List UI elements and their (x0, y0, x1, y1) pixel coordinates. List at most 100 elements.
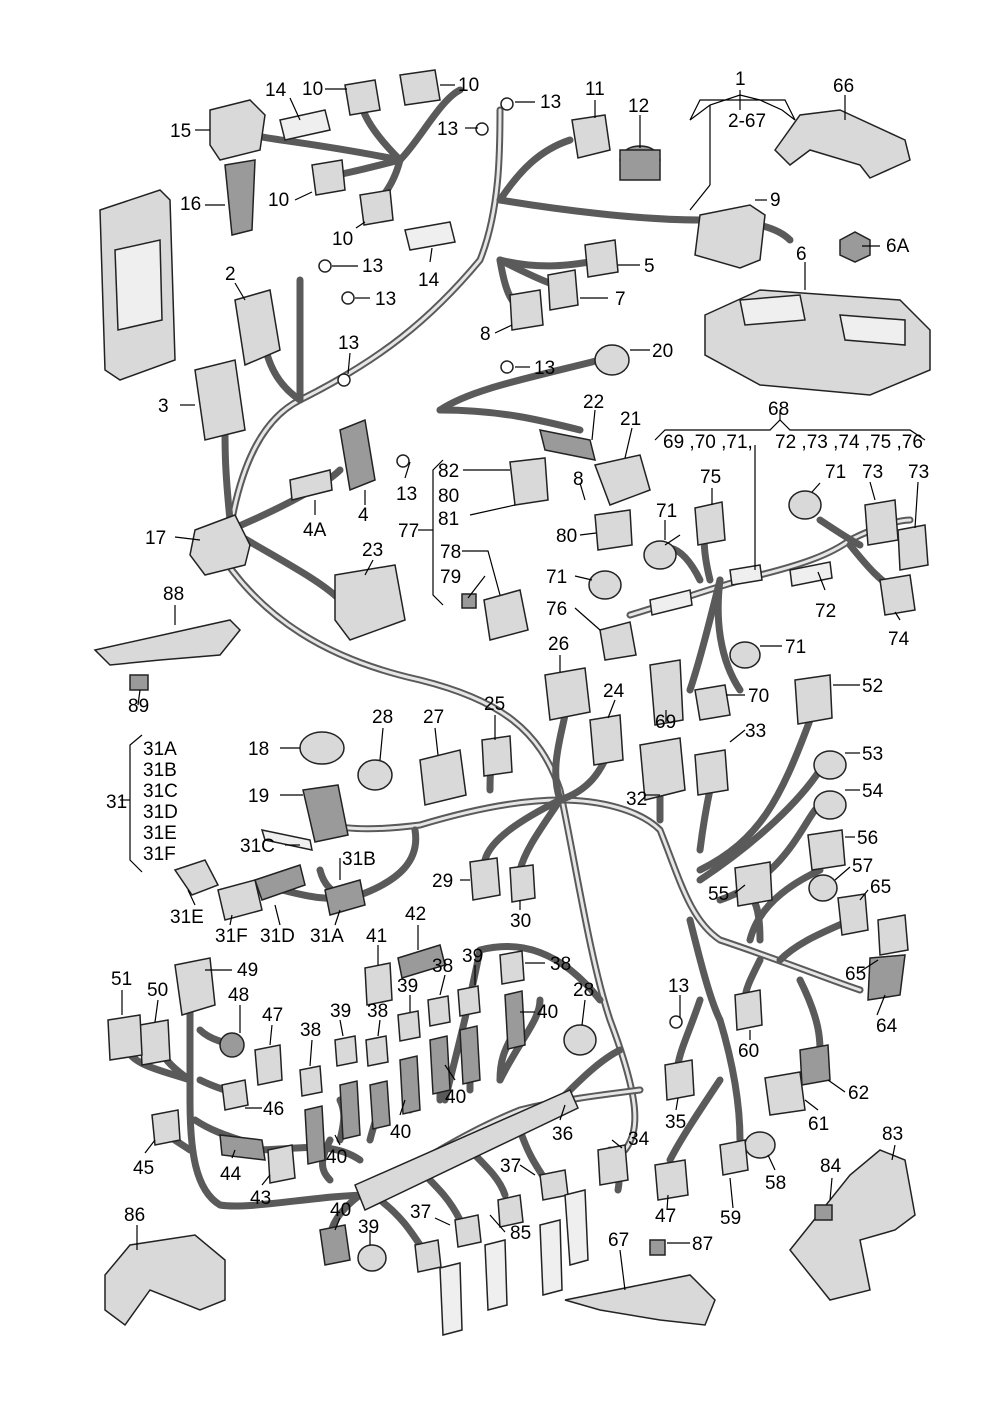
callout-5: 5 (644, 256, 655, 277)
callout-72-76: 72 ,73 ,74 ,75 ,76 (775, 432, 923, 453)
callout-29: 29 (432, 871, 453, 892)
callout-66: 66 (833, 76, 854, 97)
callout-44: 44 (220, 1164, 242, 1185)
callout-78: 78 (440, 542, 461, 563)
callout-71: 71 (785, 637, 806, 658)
callout-28: 28 (573, 980, 594, 1001)
callout-83: 83 (882, 1124, 903, 1145)
callout-31B: 31B (342, 849, 376, 870)
callout-51: 51 (111, 969, 132, 990)
callout-42: 42 (405, 904, 426, 925)
callout-40: 40 (390, 1122, 411, 1143)
callout-71: 71 (546, 567, 567, 588)
callout-13: 13 (540, 92, 561, 113)
callout-38: 38 (300, 1020, 321, 1041)
components (93, 69, 931, 1336)
callout-70: 70 (748, 686, 769, 707)
callout-38: 38 (550, 954, 571, 975)
callout-48: 48 (228, 985, 249, 1006)
callout-73: 73 (862, 462, 883, 483)
callout-58: 58 (765, 1173, 786, 1194)
callout-56: 56 (857, 828, 878, 849)
callout-69-70-71: 69 ,70 ,71, (663, 432, 753, 453)
callout-65: 65 (845, 964, 866, 985)
callout-38: 38 (432, 956, 453, 977)
callout-30: 30 (510, 911, 531, 932)
callout-31C: 31C (143, 781, 178, 802)
callout-39: 39 (330, 1001, 351, 1022)
callout-47: 47 (262, 1005, 283, 1026)
callout-73: 73 (908, 462, 929, 483)
callout-77: 77 (398, 521, 419, 542)
callout-4A: 4A (303, 520, 327, 541)
callout-31D: 31D (260, 926, 295, 947)
callout-17: 17 (145, 528, 166, 549)
callout-21: 21 (620, 409, 641, 430)
callout-85: 85 (510, 1223, 531, 1244)
callout-28: 28 (372, 707, 393, 728)
callout-59: 59 (720, 1208, 741, 1229)
callout-13: 13 (668, 976, 689, 997)
callout-49: 49 (237, 960, 258, 981)
callout-69: 69 (655, 712, 676, 733)
callout-31E: 31E (170, 907, 204, 928)
callout-39: 39 (462, 946, 483, 967)
callout-80: 80 (438, 486, 459, 507)
callout-2: 2 (225, 264, 236, 285)
callout-84: 84 (820, 1156, 842, 1177)
callout-26: 26 (548, 634, 569, 655)
leader-lines (120, 84, 926, 1291)
callout-13: 13 (338, 333, 359, 354)
callout-38: 38 (367, 1001, 388, 1022)
callout-6A: 6A (886, 236, 910, 257)
callout-labels: 1 2-67 66 14 10 10 13 11 12 15 13 16 10 … (106, 69, 929, 1255)
callout-55: 55 (708, 884, 729, 905)
callout-40: 40 (326, 1147, 347, 1168)
callout-10: 10 (332, 229, 353, 250)
callout-10: 10 (268, 190, 289, 211)
callout-27: 27 (423, 707, 444, 728)
callout-74: 74 (888, 629, 910, 650)
callout-54: 54 (862, 781, 884, 802)
callout-31: 31 (106, 792, 127, 813)
callout-1: 1 (735, 69, 746, 90)
callout-2-67: 2-67 (728, 111, 766, 132)
callout-47: 47 (655, 1206, 676, 1227)
callout-71: 71 (825, 462, 846, 483)
callout-31A: 31A (310, 926, 344, 947)
callout-82: 82 (438, 461, 459, 482)
callout-80: 80 (556, 526, 577, 547)
callout-81: 81 (438, 509, 459, 530)
callout-19: 19 (248, 786, 269, 807)
callout-32: 32 (626, 789, 647, 810)
callout-31D: 31D (143, 802, 178, 823)
callout-16: 16 (180, 194, 201, 215)
callout-12: 12 (628, 96, 649, 117)
callout-89: 89 (128, 696, 149, 717)
callout-20: 20 (652, 341, 673, 362)
callout-39: 39 (397, 976, 418, 997)
callout-46: 46 (263, 1099, 284, 1120)
callout-23: 23 (362, 540, 383, 561)
callout-76: 76 (546, 599, 567, 620)
callout-87: 87 (692, 1234, 713, 1255)
callout-43: 43 (250, 1188, 271, 1209)
callout-13: 13 (534, 358, 555, 379)
callout-9: 9 (770, 190, 781, 211)
callout-15: 15 (170, 121, 191, 142)
callout-13: 13 (437, 119, 458, 140)
callout-57: 57 (852, 856, 873, 877)
callout-8: 8 (573, 469, 584, 490)
callout-10: 10 (302, 79, 323, 100)
callout-13: 13 (362, 256, 383, 277)
callout-35: 35 (665, 1112, 686, 1133)
callout-11: 11 (585, 79, 605, 100)
callout-72: 72 (815, 601, 836, 622)
callout-31B: 31B (143, 760, 177, 781)
callout-75: 75 (700, 467, 721, 488)
callout-37: 37 (500, 1156, 521, 1177)
callout-34: 34 (628, 1129, 650, 1150)
callout-39: 39 (358, 1217, 379, 1238)
callout-40: 40 (330, 1200, 351, 1221)
callout-3: 3 (158, 396, 169, 417)
